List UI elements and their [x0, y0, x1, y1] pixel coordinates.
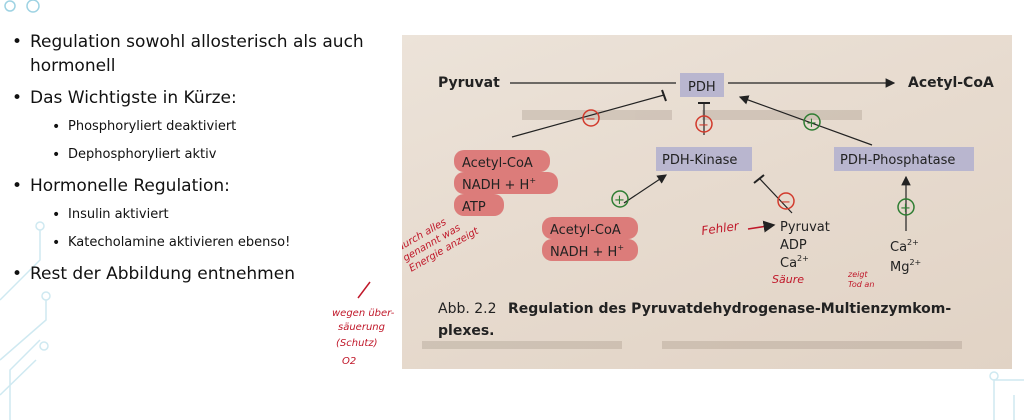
kinase-activation-arrow [623, 174, 667, 204]
minus-icon [695, 115, 713, 133]
minus-sign: − [585, 112, 596, 127]
subbullet-catecholamines: Katecholamine aktivieren ebenso! [10, 234, 390, 252]
phosphatase-activation-arrow [738, 95, 873, 146]
caption-number: Abb. 2.2 [438, 301, 497, 317]
caption-text: Regulation des Pyruvatdehydrogenase-Mult… [508, 301, 951, 317]
inhibition-bar-left [661, 89, 667, 102]
pyruvat-label: Pyruvat [438, 75, 500, 91]
inhibitor-nadh: NADH + H+ [462, 176, 536, 193]
pdh-regulation-diagram: Pyruvat PDH Acetyl-CoA − − + PDH-Kinase … [402, 73, 994, 349]
bullet-regulation: Regulation sowohl allosterisch als auch … [10, 30, 390, 78]
bullet-summary: Das Wichtigste in Kürze: [10, 86, 390, 110]
caption-text-line2: plexes. [438, 323, 495, 339]
kinase-inhibitor-ca: Ca2+ [780, 254, 809, 271]
plus-icon [897, 198, 915, 216]
activator-acetylcoa: Acetyl-CoA [550, 223, 621, 238]
plus-sign: + [900, 201, 911, 216]
handwriting-note2-line4: O2 [342, 356, 356, 367]
pdh-box [680, 73, 724, 97]
pdh-label: PDH [688, 80, 716, 95]
subbullet-phosphorylated: Phosphoryliert deaktiviert [10, 118, 390, 136]
subbullet-dephosphorylated: Dephosphoryliert aktiv [10, 146, 390, 164]
bullet-rest: Rest der Abbildung entnehmen [10, 262, 390, 286]
highlight [542, 239, 638, 261]
highlight [542, 217, 638, 239]
handwriting-margin-note: wegen über- säuerung (Schutz) O2 [332, 281, 395, 367]
inhibition-line-left [511, 94, 665, 138]
plus-icon [611, 190, 629, 208]
handwriting-note2-line2: säuerung [338, 322, 385, 333]
plus-sign: + [614, 193, 625, 208]
bullet-hormonal: Hormonelle Regulation: [10, 174, 390, 198]
minus-icon [582, 109, 600, 127]
minus-icon [777, 192, 795, 210]
minus-sign: − [780, 195, 791, 210]
handwriting-tod: Tod an [848, 280, 874, 289]
pdh-kinase-box [656, 147, 752, 171]
plus-sign: + [806, 116, 817, 131]
handwriting-arrow [747, 220, 776, 233]
handwriting-zeigt: zeigt [847, 270, 868, 279]
kinase-inhibitor-adp: ADP [780, 238, 807, 253]
bullet-list: Regulation sowohl allosterisch als auch … [10, 30, 390, 294]
pdh-kinase-label: PDH-Kinase [662, 153, 737, 168]
pdh-phosphatase-box [834, 147, 974, 171]
minus-sign: − [698, 118, 709, 133]
acetylcoa-label: Acetyl-CoA [908, 75, 994, 91]
textbook-figure-photo: Pyruvat PDH Acetyl-CoA − − + PDH-Kinase … [402, 35, 1012, 369]
handwriting-saeure: Säure [772, 273, 804, 286]
phosphatase-activator-mg: Mg2+ [890, 258, 921, 275]
highlight [454, 150, 550, 172]
handwriting-note2-line3: (Schutz) [336, 338, 378, 349]
highlight [454, 194, 504, 216]
inhibitor-acetylcoa: Acetyl-CoA [462, 156, 533, 171]
phosphatase-activator-ca: Ca2+ [890, 238, 919, 255]
kinase-inhibitor-line [759, 178, 793, 214]
subbullet-insulin: Insulin aktiviert [10, 206, 390, 224]
decorative-circuit-right [989, 371, 1024, 420]
plus-icon [803, 113, 821, 131]
highlight [454, 172, 558, 194]
handwriting-note2-line1: wegen über- [332, 308, 395, 319]
inhibitor-atp: ATP [462, 200, 486, 215]
kinase-inhibitor-pyruvat: Pyruvat [780, 220, 830, 235]
handwriting-fehler: Fehler [700, 219, 740, 238]
pdh-phosphatase-label: PDH-Phosphatase [840, 153, 955, 168]
kinase-inhibitor-bar [753, 174, 765, 184]
activator-nadh: NADH + H+ [550, 243, 624, 260]
